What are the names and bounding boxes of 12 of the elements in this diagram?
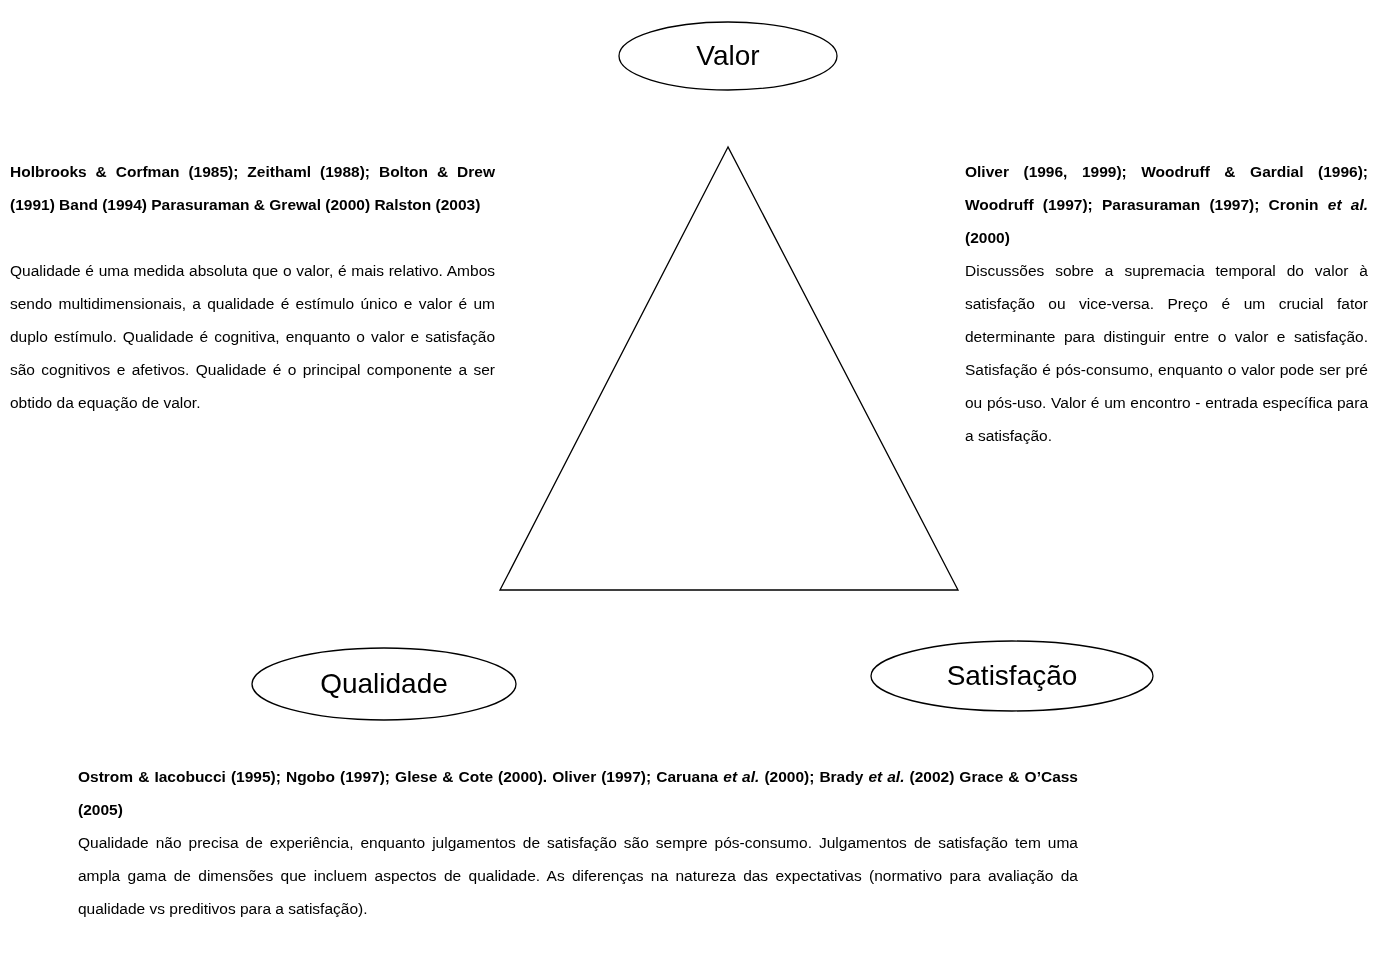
- reference-list: Ostrom & Iacobucci (1995); Ngobo (1997); Glese & Cote (2000). Oliver (1997); Caruana et al. (2000); Brady et al. (2002) Grace & O’Cass (2005): [78, 760, 1078, 826]
- ellipse-node: [619, 22, 837, 90]
- description-text: Discussões sobre a supremacia temporal do valor à satisfação ou vice-versa. Preço é um crucial fator determinante para distinguir entre o valor e satisfação. Satisfação é pós-consumo, enquanto o valor pode ser pré ou pós-uso. Valor é um encontro - entrada específica para a satisfação.: [965, 261, 1368, 446]
- description-text: Qualidade não precisa de experiência, enquanto julgamentos de satisfação são sempre pós-consumo. Julgamentos de satisfação tem uma ampla gama de dimensões que incluem aspectos de qualidade. As diferenças na natureza das expectativas (normativo para avaliação da qualidade vs preditivos para a satisfação).: [78, 833, 1078, 919]
- ellipse-node: [252, 648, 516, 720]
- node-label: Valor: [696, 40, 760, 72]
- node-label: Qualidade: [320, 668, 448, 700]
- description-text: Qualidade é uma medida absoluta que o valor, é mais relativo. Ambos sendo multidimensionais, a qualidade é estímulo único e valor é um duplo estímulo. Qualidade é cognitiva, enquanto o valor e satisfação são cognitivos e afetivos. Qualidade é o principal componente a ser obtido da equação de valor.: [10, 261, 495, 413]
- ellipse-node: [871, 641, 1153, 711]
- reference-list: Holbrooks & Corfman (1985); Zeithaml (1988); Bolton & Drew (1991) Band (1994) Parasuraman & Grewal (2000) Ralston (2003): [10, 155, 495, 221]
- node-label: Satisfação: [946, 660, 1078, 692]
- reference-list: Oliver (1996, 1999); Woodruff & Gardial (1996); Woodruff (1997); Parasuraman (1997); Cronin et al. (2000): [965, 155, 1368, 254]
